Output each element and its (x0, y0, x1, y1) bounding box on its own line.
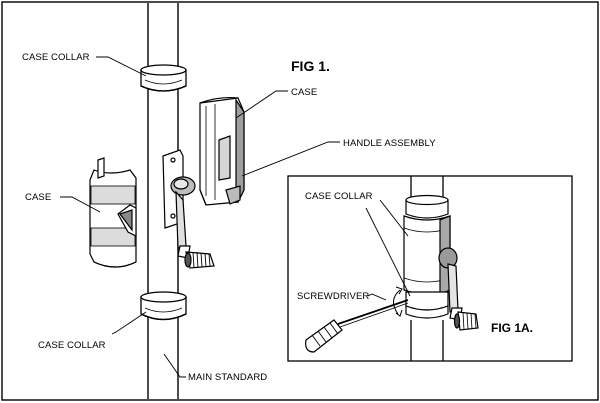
label-inset-case-collar: CASE COLLAR (305, 191, 373, 202)
case-collar-top (140, 64, 187, 92)
screwdriver (305, 286, 409, 353)
label-case-right: CASE (291, 87, 317, 98)
inset-case-body (403, 215, 451, 295)
label-main-standard: MAIN STANDARD (188, 372, 267, 383)
fig-1a-title: FIG 1A. (491, 321, 533, 335)
label-case-left: CASE (25, 192, 51, 203)
inset-handle (438, 247, 479, 331)
inset-collar-lower (405, 291, 449, 319)
handle-assembly-main (162, 149, 215, 269)
leader-lines (60, 56, 411, 378)
inset-collar-upper (405, 194, 449, 219)
label-case-collar-top: CASE COLLAR (22, 52, 90, 63)
case-right (199, 96, 245, 206)
label-handle-assembly: HANDLE ASSEMBLY (343, 138, 436, 149)
inset-pole (410, 176, 444, 361)
label-case-collar-bottom: CASE COLLAR (38, 340, 106, 351)
label-inset-screwdriver: SCREWDRIVER (297, 291, 369, 302)
fig-1-title: FIG 1. (291, 58, 330, 74)
case-collar-bottom (140, 291, 187, 321)
inset-frame (287, 175, 573, 362)
case-left (89, 157, 137, 268)
diagram-labels: FIG 1. CASE COLLAR CASE HANDLE ASSEMBLY … (22, 52, 533, 383)
